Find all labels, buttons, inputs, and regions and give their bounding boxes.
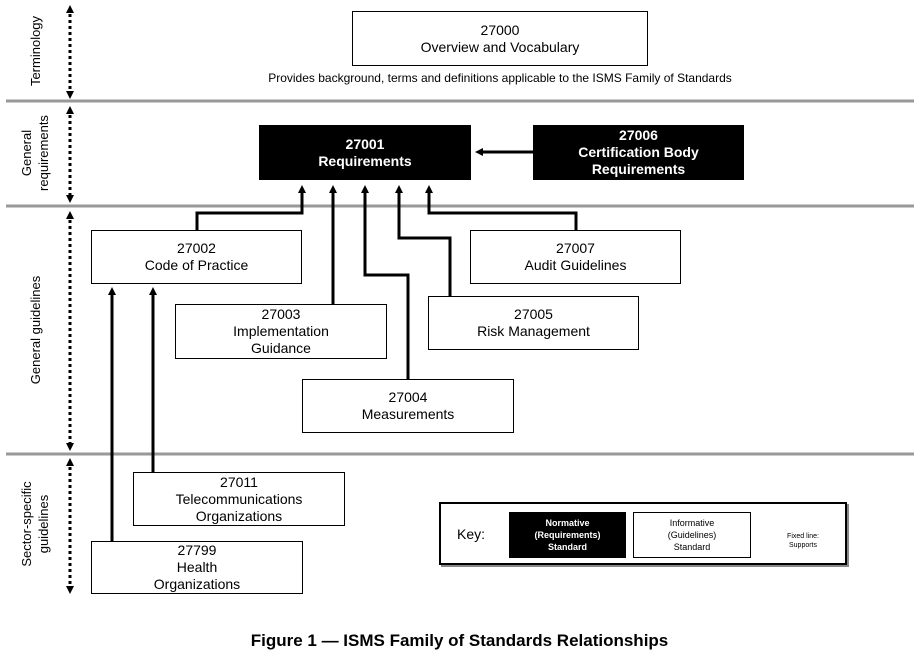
standard-number: 27005 <box>514 306 553 322</box>
key-normative-swatch: Normative (Requirements) Standard <box>509 512 626 558</box>
standard-number: 27002 <box>177 240 216 256</box>
standard-name: Audit Guidelines <box>524 257 627 273</box>
standard-number: 27003 <box>261 306 301 322</box>
standard-27002-box: 27002 Code of Practice <box>91 230 302 284</box>
standard-name: Measurements <box>361 406 455 422</box>
connector-27005-27001 <box>395 185 452 296</box>
standard-number: 27007 <box>556 240 595 256</box>
standard-number: 27011 <box>220 473 258 490</box>
standard-27007-box: 27007 Audit Guidelines <box>470 230 681 284</box>
standard-name: Code of Practice <box>144 257 249 273</box>
standard-number: 27799 <box>177 542 217 558</box>
standard-name: Certification Body <box>578 144 699 160</box>
standard-name: Guidance <box>251 340 311 356</box>
standard-27011-box: 27011 Telecommunications Organizations <box>133 472 345 526</box>
standard-name: Requirements <box>318 152 412 169</box>
terminology-note: Provides background, terms and definitio… <box>268 71 732 85</box>
standard-name: Telecommunications <box>175 490 303 507</box>
standard-name: Overview and Vocabulary <box>420 38 580 55</box>
standard-name: Implementation <box>233 323 329 339</box>
standard-number: 27000 <box>480 21 520 38</box>
key-legend: Key: Normative (Requirements) Standard I… <box>439 502 847 565</box>
standard-27000-box: 27000 Overview and Vocabulary <box>352 11 648 66</box>
standard-27001-box: 27001 Requirements <box>259 125 471 180</box>
figure-caption: Figure 1 — ISMS Family of Standards Rela… <box>250 631 669 650</box>
standard-27005-box: 27005 Risk Management <box>428 296 639 350</box>
band-label-sector-specific: Sector-specific guidelines <box>19 481 51 567</box>
standard-number: 27006 <box>619 127 658 143</box>
connector-27002-27001 <box>195 185 306 230</box>
band-label-general-requirements: General requirements <box>19 115 51 191</box>
standard-name: Risk Management <box>477 323 590 339</box>
standard-27006-box: 27006 Certification Body Requirements <box>533 125 744 180</box>
key-label: Key: <box>457 526 486 542</box>
standard-27003-box: 27003 Implementation Guidance <box>175 304 387 359</box>
connector-27007-27001 <box>425 185 578 230</box>
band-label-general-guidelines: General guidelines <box>27 275 43 385</box>
standard-name: Organizations <box>195 507 283 524</box>
standard-name: Requirements <box>591 161 686 177</box>
standard-number: 27004 <box>388 389 428 405</box>
standard-name: Health <box>176 559 218 575</box>
standard-27004-box: 27004 Measurements <box>302 379 514 433</box>
standard-name: Organizations <box>153 576 241 592</box>
key-informative-swatch: Informative (Guidelines) Standard <box>633 512 751 558</box>
standard-27799-box: 27799 Health Organizations <box>91 541 303 594</box>
key-arrow-label: Fixed line: Supports <box>787 533 819 549</box>
standard-number: 27001 <box>345 135 385 152</box>
connector-27004-27001 <box>361 185 410 379</box>
